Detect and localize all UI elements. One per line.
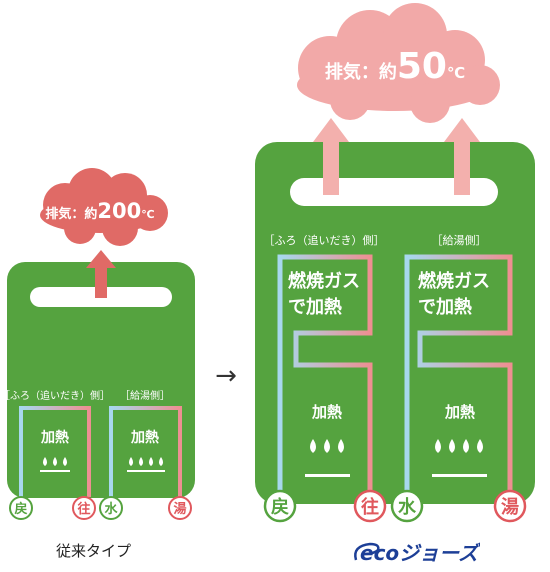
hotwater-pipe-conventional xyxy=(109,406,182,497)
port-return-eco: 戻 xyxy=(263,489,297,523)
heat-label-eco-reheat: 加熱 xyxy=(311,403,342,421)
flame-icon xyxy=(53,457,57,466)
flame-icon xyxy=(310,439,316,453)
burner-flames-eco-hotwater xyxy=(432,439,487,477)
exhaust-arrow-eco-right xyxy=(444,118,480,195)
caption-conventional-type: 従来タイプ xyxy=(56,542,132,560)
reheat-side-label-conventional: ［ふろ（追いだき）側］ xyxy=(0,389,110,402)
gas-heat-label-eco-hotwater-line1: 燃焼ガス xyxy=(418,270,490,292)
port-hot-eco: 湯 xyxy=(493,489,527,523)
heater-body-conventional xyxy=(7,262,195,498)
burner-flames-conventional-hotwater xyxy=(127,457,165,472)
flame-icon xyxy=(63,457,67,466)
burner-flames-conventional-reheat xyxy=(40,457,70,472)
exhaust-arrow-conventional xyxy=(86,250,116,298)
port-return-conventional: 戻 xyxy=(9,496,33,520)
svg-text:水: 水 xyxy=(398,496,417,518)
exhaust-cloud-eco xyxy=(297,3,500,123)
heater-body-eco xyxy=(255,142,535,504)
gas-heat-label-eco-hotwater-line2: で加熱 xyxy=(418,296,472,318)
flame-icon xyxy=(139,457,143,466)
svg-text:ecoジョーズ: ecoジョーズ xyxy=(360,541,480,565)
flame-icon xyxy=(449,439,455,453)
gas-heat-label-eco-reheat-line1: 燃焼ガス xyxy=(288,270,360,292)
gas-heat-label-eco-reheat-line2: で加熱 xyxy=(288,296,342,318)
port-water-eco: 水 xyxy=(390,489,424,523)
flame-icon xyxy=(463,439,469,453)
hotwater-side-label-conventional: ［給湯側］ xyxy=(120,389,170,402)
svg-text:湯: 湯 xyxy=(501,497,519,518)
svg-text:水: 水 xyxy=(104,501,118,517)
exhaust-label-conventional: 排気：約200℃ xyxy=(45,199,154,223)
flame-icon xyxy=(129,457,133,466)
flame-icon xyxy=(338,439,344,453)
exhaust-slot-eco xyxy=(290,178,498,206)
burner-bar xyxy=(40,470,70,472)
exhaust-label-eco: 排気：約50℃ xyxy=(325,46,465,87)
reheat-pipe-conventional xyxy=(19,406,91,497)
flame-icon xyxy=(324,439,330,453)
svg-text:戻: 戻 xyxy=(271,496,289,518)
hotwater-pipe-eco xyxy=(404,254,513,492)
eco-jozu-logo: ecoジョーズ xyxy=(354,541,480,565)
heat-label-eco-hotwater: 加熱 xyxy=(444,403,475,421)
svg-text:湯: 湯 xyxy=(173,501,186,517)
flame-icon xyxy=(149,457,153,466)
port-outflow-eco: 往 xyxy=(353,489,387,523)
exhaust-arrow-eco-left xyxy=(313,118,349,195)
svg-text:往: 往 xyxy=(361,496,379,518)
eco-heater: 排気：約50℃ ［ふろ（追いだき）側］ ［給湯側］ 燃焼ガス で加熱 燃焼ガス … xyxy=(255,3,535,523)
flame-icon xyxy=(159,457,163,466)
flame-icon xyxy=(435,439,441,453)
flame-icon xyxy=(43,457,47,466)
svg-text:往: 往 xyxy=(77,501,90,517)
port-outflow-conventional: 往 xyxy=(72,496,96,520)
flame-icon xyxy=(477,439,483,453)
exhaust-cloud-conventional xyxy=(40,168,168,246)
port-water-conventional: 水 xyxy=(99,496,123,520)
burner-bar xyxy=(305,474,350,477)
heat-label-conventional-reheat: 加熱 xyxy=(40,429,69,446)
burner-bar xyxy=(432,474,487,477)
burner-flames-eco-reheat xyxy=(305,439,350,477)
heat-label-conventional-hotwater: 加熱 xyxy=(130,429,159,446)
port-hot-conventional: 湯 xyxy=(168,496,192,520)
comparison-arrow: → xyxy=(215,361,237,391)
conventional-heater: 排気：約200℃ ［ふろ（追いだき）側］ ［給湯側］ 加熱 加熱 xyxy=(0,168,195,520)
reheat-side-label-eco: ［ふろ（追いだき）側］ xyxy=(264,233,385,247)
reheat-pipe-eco xyxy=(277,254,373,492)
svg-text:戻: 戻 xyxy=(13,501,27,517)
hotwater-side-label-eco: ［給湯側］ xyxy=(432,233,487,247)
burner-bar xyxy=(127,470,165,472)
